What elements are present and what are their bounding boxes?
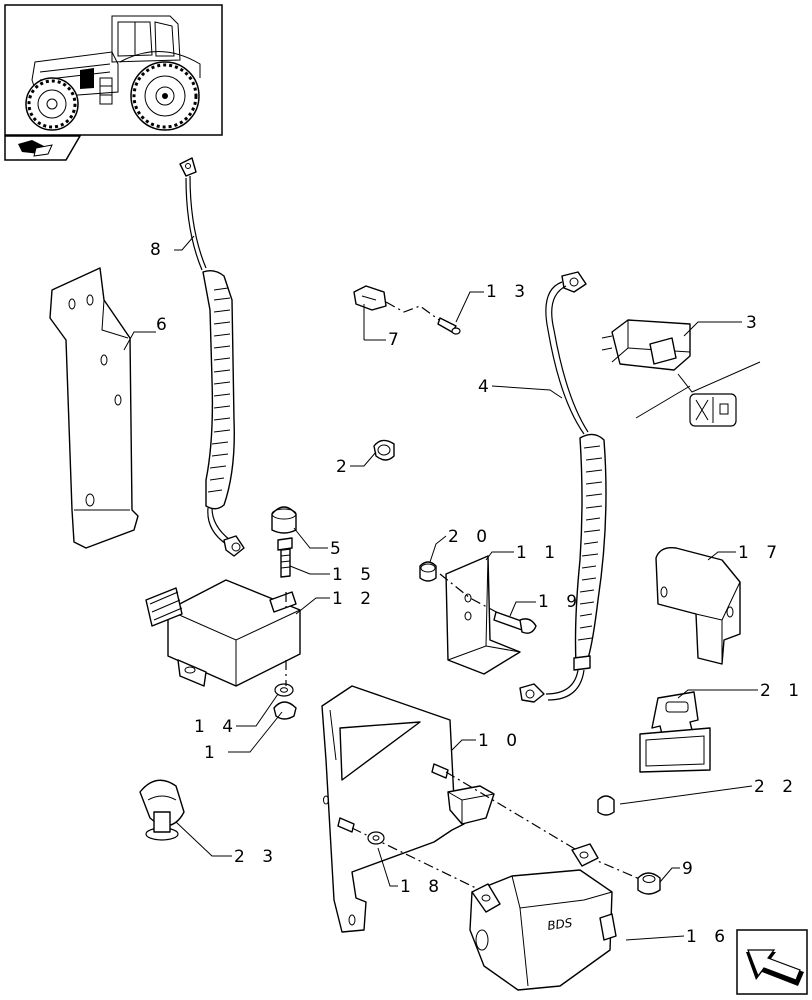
bolt-19 xyxy=(493,611,537,634)
nut-1 xyxy=(273,701,297,720)
callout-12: 1 2 xyxy=(332,589,377,609)
callout-9: 9 xyxy=(682,859,699,879)
callout-14: 1 4 xyxy=(194,717,239,737)
callout-labels: 8 6 1 3 7 3 4 2 5 1 5 1 2 2 0 1 1 1 9 1 … xyxy=(150,240,805,947)
callout-11: 1 1 xyxy=(516,543,561,563)
clamp-2 xyxy=(373,439,395,461)
callout-1: 1 xyxy=(204,743,221,763)
plate-10 xyxy=(321,685,495,933)
clip-7 xyxy=(353,285,443,323)
bds-module-16: BDS xyxy=(469,843,617,991)
bolt-15 xyxy=(277,537,293,578)
callout-5: 5 xyxy=(330,539,347,559)
callout-7: 7 xyxy=(388,330,405,350)
bracket-6 xyxy=(49,267,139,549)
callout-19: 1 9 xyxy=(538,592,583,612)
tractor-thumbnail-icon[interactable] xyxy=(4,4,223,136)
next-page-arrow-icon[interactable] xyxy=(736,929,808,995)
nut-9 xyxy=(637,872,661,895)
callout-18: 1 8 xyxy=(400,877,445,897)
callout-8: 8 xyxy=(150,240,167,260)
bracket-11 xyxy=(439,555,521,675)
callout-17: 1 7 xyxy=(738,543,783,563)
clamp-23 xyxy=(139,779,185,841)
cable-8 xyxy=(179,157,245,557)
callout-21: 2 1 xyxy=(760,681,805,701)
washer-18 xyxy=(367,831,385,845)
leader-lines xyxy=(123,235,758,941)
cable-4 xyxy=(519,271,607,703)
callout-20: 2 0 xyxy=(448,527,493,547)
switch-3 xyxy=(601,319,691,371)
bracket-17 xyxy=(655,547,741,665)
section-book-icon[interactable] xyxy=(4,135,82,161)
callout-22: 2 2 xyxy=(754,777,799,797)
callout-3: 3 xyxy=(746,313,763,333)
callout-10: 1 0 xyxy=(478,731,523,751)
module-marking: BDS xyxy=(546,916,573,933)
screw-13 xyxy=(437,317,461,335)
callout-6: 6 xyxy=(156,315,173,335)
callout-2: 2 xyxy=(336,457,353,477)
callout-13: 1 3 xyxy=(486,282,531,302)
relay-21 xyxy=(639,691,711,773)
cap-5 xyxy=(271,506,297,534)
switch-symbol-icon xyxy=(635,361,761,427)
callout-15: 1 5 xyxy=(332,565,377,585)
nut-20 xyxy=(419,561,437,582)
washer-14 xyxy=(274,683,294,697)
nut-22 xyxy=(597,795,615,816)
module-12 xyxy=(145,579,301,687)
callout-16: 1 6 xyxy=(686,927,731,947)
callout-4: 4 xyxy=(478,377,495,397)
callout-23: 2 3 xyxy=(234,847,279,867)
